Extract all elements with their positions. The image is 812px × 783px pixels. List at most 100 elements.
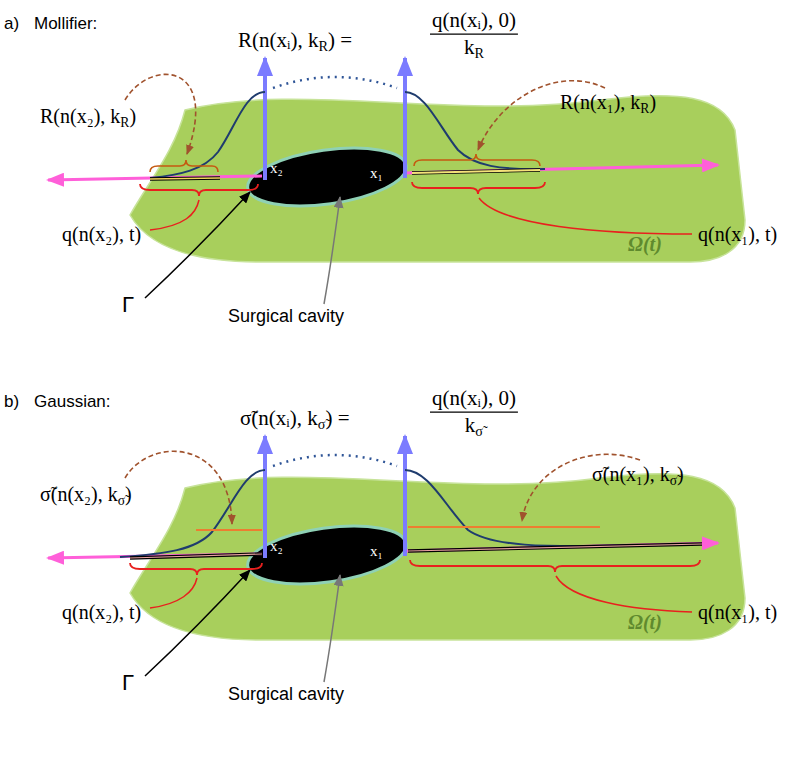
support-label: R(n(x₁), kR) (560, 90, 656, 114)
formula: R(n(xᵢ), k (238, 28, 318, 52)
domain-brace (412, 182, 545, 194)
point-label: x₁ (370, 543, 383, 559)
cavity-label: Surgical cavity (228, 306, 344, 328)
panel-letter: b) (4, 392, 19, 412)
formula: ) = (325, 406, 349, 430)
panel-title: Mollifier: (34, 14, 97, 33)
subscript: R (474, 45, 484, 61)
region-label: Ω(t) (628, 232, 662, 256)
mollifier-curve (150, 92, 265, 178)
cutoff-line (196, 529, 262, 531)
support-brace (414, 154, 540, 166)
support-label: ) (677, 463, 684, 485)
support-label: R(n(x₂), k (40, 105, 120, 127)
subscript: R (318, 38, 328, 54)
point-label: x₂ (270, 160, 283, 176)
panel-a (48, 34, 745, 304)
boundary-label: Γ (122, 670, 134, 695)
panel-letter: a) (4, 14, 19, 33)
formula-numerator: q(n(xᵢ), 0) (432, 386, 516, 410)
subscript: σ̃ (118, 493, 125, 508)
domain-label: q(n(x₂), t) (62, 222, 141, 246)
support-label: σ̃(n(x₂), kσ̃) (40, 482, 132, 506)
region-label: Ω(t) (628, 611, 662, 633)
subscript: σ̃ (318, 416, 326, 432)
point-label: x₂ (270, 537, 283, 555)
subscript: R (120, 115, 129, 130)
support-highlight (130, 554, 262, 558)
region-label: Ω(t) (628, 233, 662, 255)
support-segment (412, 170, 540, 173)
formula: ) = (328, 28, 352, 52)
leader-line (125, 74, 196, 154)
support-label: σ̃(n(x₁), k (592, 463, 670, 485)
formula-denominator: k (464, 35, 475, 59)
formula-numerator: q(n(xᵢ), 0) (432, 386, 516, 411)
tissue-scene (48, 436, 745, 682)
support-segment (130, 554, 262, 558)
cavity-label: Surgical cavity (228, 684, 344, 704)
domain-brace (130, 563, 262, 575)
support-label: R(n(x₁), k (560, 91, 640, 113)
formula-numerator: q(n(xᵢ), 0) (432, 8, 516, 32)
cutoff-line (408, 526, 600, 528)
domain-label: q(n(x₂), t) (62, 223, 141, 245)
leader-line (150, 200, 199, 230)
gaussian-curve (120, 470, 265, 557)
support-label: σ̃(n(x₂), k (40, 483, 118, 505)
domain-label: q(n(x₁), t) (698, 223, 777, 245)
cavity-label: Surgical cavity (228, 306, 344, 326)
formula-denominator: kσ̃ (465, 413, 483, 438)
point-label: x₁ (370, 165, 383, 181)
panel-letter: a) (4, 14, 19, 34)
subscript: σ̃ (670, 473, 677, 488)
support-segment (150, 178, 220, 179)
cavity-label: Surgical cavity (228, 684, 344, 706)
point-label: x₂ (270, 159, 283, 177)
support-brace (150, 160, 218, 172)
boundary-label: Γ (122, 292, 134, 317)
support-segment (408, 544, 702, 551)
support-highlight (150, 178, 220, 179)
fraction-bar (430, 34, 518, 35)
fraction-bar (430, 412, 518, 413)
support-highlight (412, 170, 540, 173)
leader-line (556, 576, 692, 612)
formula: σ̃(n(xᵢ), kσ̃) = (240, 406, 350, 431)
support-label: ) (125, 483, 132, 505)
mollifier-curve (405, 92, 545, 169)
support-label: ) (129, 105, 136, 127)
subscript: σ̃ (475, 423, 483, 439)
panel-letter: b) (4, 392, 19, 411)
region-label: Ω(t) (628, 610, 662, 634)
boundary-label: Γ (122, 670, 134, 696)
formula-denominator: kR (464, 35, 484, 60)
point-label: x₂ (270, 538, 283, 554)
point-label: x₁ (370, 164, 383, 182)
support-label: R(n(x₂), kR) (40, 104, 136, 128)
domain-label: q(n(x₁), t) (698, 600, 777, 624)
panel-title: Mollifier: (34, 14, 97, 34)
formula: R(n(xᵢ), kR) = (238, 28, 352, 53)
support-label: σ̃(n(x₁), kσ̃) (592, 462, 684, 486)
domain-label: q(n(x₁), t) (698, 222, 777, 246)
formula: σ̃(n(xᵢ), k (240, 406, 318, 430)
domain-brace (410, 560, 700, 572)
point-label: x₁ (370, 542, 383, 560)
support-label: ) (649, 91, 656, 113)
tissue-scene (48, 58, 745, 304)
domain-brace (140, 184, 258, 196)
leader-line (479, 198, 692, 234)
formula-denominator: k (465, 413, 476, 437)
domain-label: q(n(x₁), t) (698, 601, 777, 623)
panel-title: Gaussian: (34, 392, 111, 411)
boundary-label: Γ (122, 292, 134, 318)
panel-title: Gaussian: (34, 392, 111, 412)
leader-line (150, 578, 197, 608)
formula-numerator: q(n(xᵢ), 0) (432, 8, 516, 33)
panel-b (48, 436, 745, 682)
domain-label: q(n(x₂), t) (62, 600, 141, 624)
subscript: R (640, 101, 649, 116)
domain-label: q(n(x₂), t) (62, 601, 141, 623)
